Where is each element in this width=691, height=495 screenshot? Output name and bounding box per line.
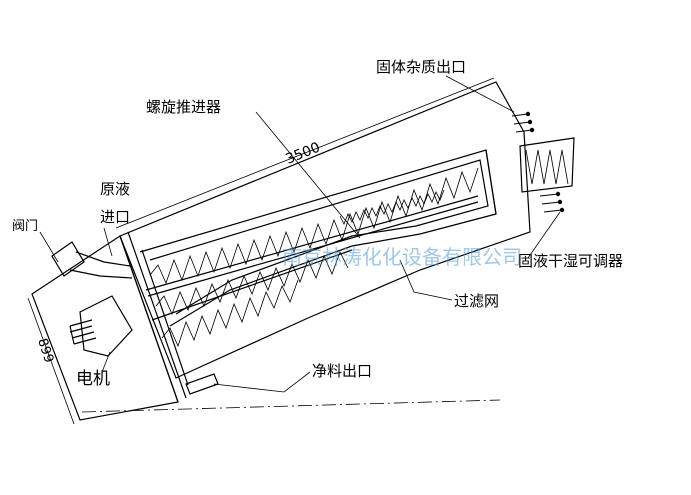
dim-line-height bbox=[27, 297, 75, 425]
label-dim-height: 899 bbox=[34, 337, 56, 365]
adjuster-spring bbox=[525, 149, 569, 185]
leader-screw bbox=[255, 111, 361, 239]
label-filter: 过滤网 bbox=[454, 292, 499, 310]
label-dim-length: 3500 bbox=[284, 140, 323, 168]
leader-inlet bbox=[103, 227, 113, 257]
inlet-pipe bbox=[69, 269, 133, 279]
watermark-text: 南京林涛化化设备有限公司 bbox=[282, 245, 522, 269]
screw-shaft bbox=[151, 249, 353, 321]
bolt-pins bbox=[511, 113, 563, 213]
flange-line bbox=[119, 235, 179, 403]
screw-thread bbox=[149, 167, 479, 285]
label-valve: 阀门 bbox=[12, 219, 38, 234]
screw-thread bbox=[155, 250, 349, 316]
drum-outline bbox=[149, 159, 489, 315]
flange-line bbox=[127, 231, 187, 399]
motor-body bbox=[69, 295, 133, 357]
label-raw-inlet-2: 进口 bbox=[100, 208, 130, 226]
drum-outline bbox=[139, 149, 497, 327]
valve-body bbox=[51, 241, 85, 277]
adjuster-housing bbox=[519, 137, 575, 193]
leader-filter bbox=[399, 259, 453, 301]
screw-shaft bbox=[147, 201, 479, 297]
label-raw-inlet-1: 原液 bbox=[100, 180, 130, 198]
leader-motor bbox=[101, 351, 111, 373]
flange-line bbox=[141, 249, 189, 386]
center-line bbox=[81, 399, 501, 413]
screw-thread bbox=[161, 279, 299, 348]
inlet-pipe bbox=[75, 251, 131, 267]
leader-adjuster bbox=[527, 211, 561, 259]
label-clean-outlet: 净料出口 bbox=[312, 362, 372, 380]
leader-solid-outlet bbox=[445, 75, 515, 113]
dim-line-length bbox=[115, 77, 495, 229]
label-screw: 螺旋推进器 bbox=[146, 98, 221, 116]
drum-end bbox=[485, 149, 497, 215]
label-humidity-adjuster: 固液干湿可调器 bbox=[518, 252, 623, 270]
leader-valve bbox=[39, 231, 59, 263]
leader-clean-outlet bbox=[213, 371, 311, 393]
housing-outline bbox=[119, 81, 531, 379]
filter-mesh bbox=[339, 189, 445, 225]
label-motor: 电机 bbox=[76, 369, 110, 389]
label-solid-outlet: 固体杂质出口 bbox=[376, 58, 466, 76]
bolt-heads bbox=[525, 111, 565, 213]
clean-outlet-spout bbox=[185, 373, 219, 395]
